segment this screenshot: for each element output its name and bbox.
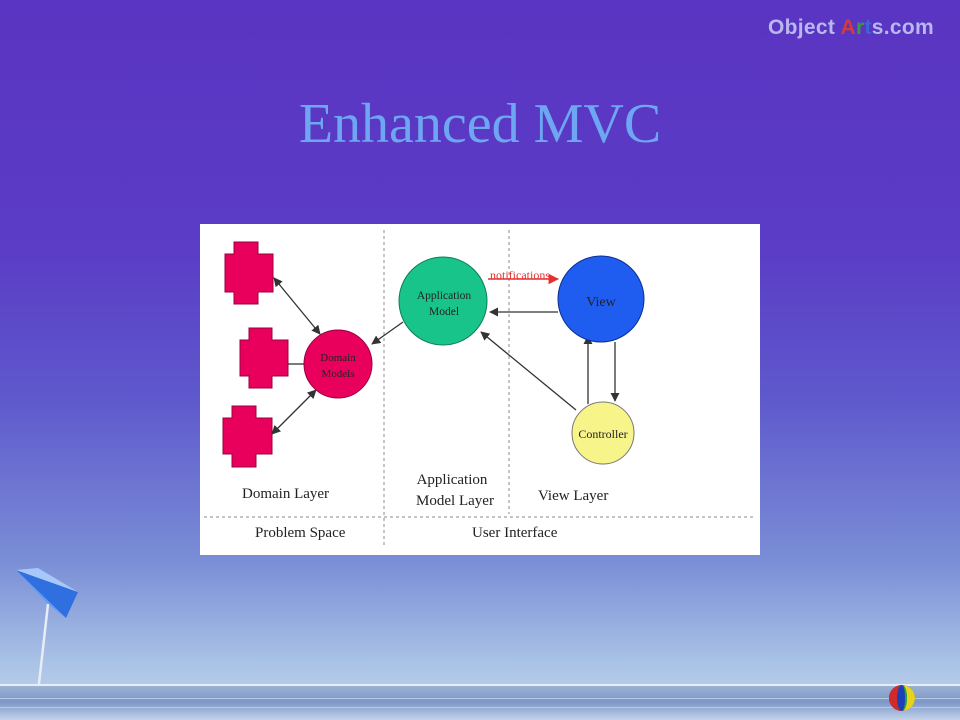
brand-letter-r: r [856,16,865,39]
application-model-layer-label-line2: Model Layer [416,493,494,509]
brand-logo[interactable]: Object Arts.com [768,16,934,40]
domain-models-label-line2: Models [322,368,355,380]
arrow-object1-domain [273,277,321,335]
domain-models-label-line1: Domain [320,352,356,364]
domain-layer-label: Domain Layer [242,486,329,502]
beach-umbrella-icon [16,568,78,711]
domain-object-1 [224,241,274,305]
view-layer-label: View Layer [538,488,608,504]
user-interface-label: User Interface [472,525,558,541]
slide-title: Enhanced MVC [298,93,662,155]
problem-space-label: Problem Space [255,525,346,541]
view-node [557,255,645,343]
notifications-label: notifications [490,268,550,282]
mvc-diagram: notifications Domain Models Application … [200,224,760,555]
brand-suffix: s.com [871,16,934,39]
arrow-controller-to-app [480,331,577,411]
application-model-layer-label-line1: Application [417,472,488,488]
brand-letter-a: A [840,16,857,39]
domain-object-2 [239,327,289,389]
brand-letter-t: t [864,16,872,39]
mvc-diagram-svg: notifications Domain Models Application … [204,230,756,546]
application-model-label-line1: Application [417,290,472,302]
arrow-app-to-domain [371,321,404,345]
beach-ball-icon [889,685,915,711]
sea-horizon [0,684,960,720]
application-model-label-line2: Model [429,306,459,318]
domain-models-node [303,329,373,399]
controller-node [571,401,635,465]
brand-prefix: Object [768,16,841,39]
arrow-object3-domain [271,389,317,435]
controller-label: Controller [578,427,627,441]
application-model-node [398,256,488,346]
view-label: View [586,295,616,310]
domain-object-3 [222,405,273,468]
